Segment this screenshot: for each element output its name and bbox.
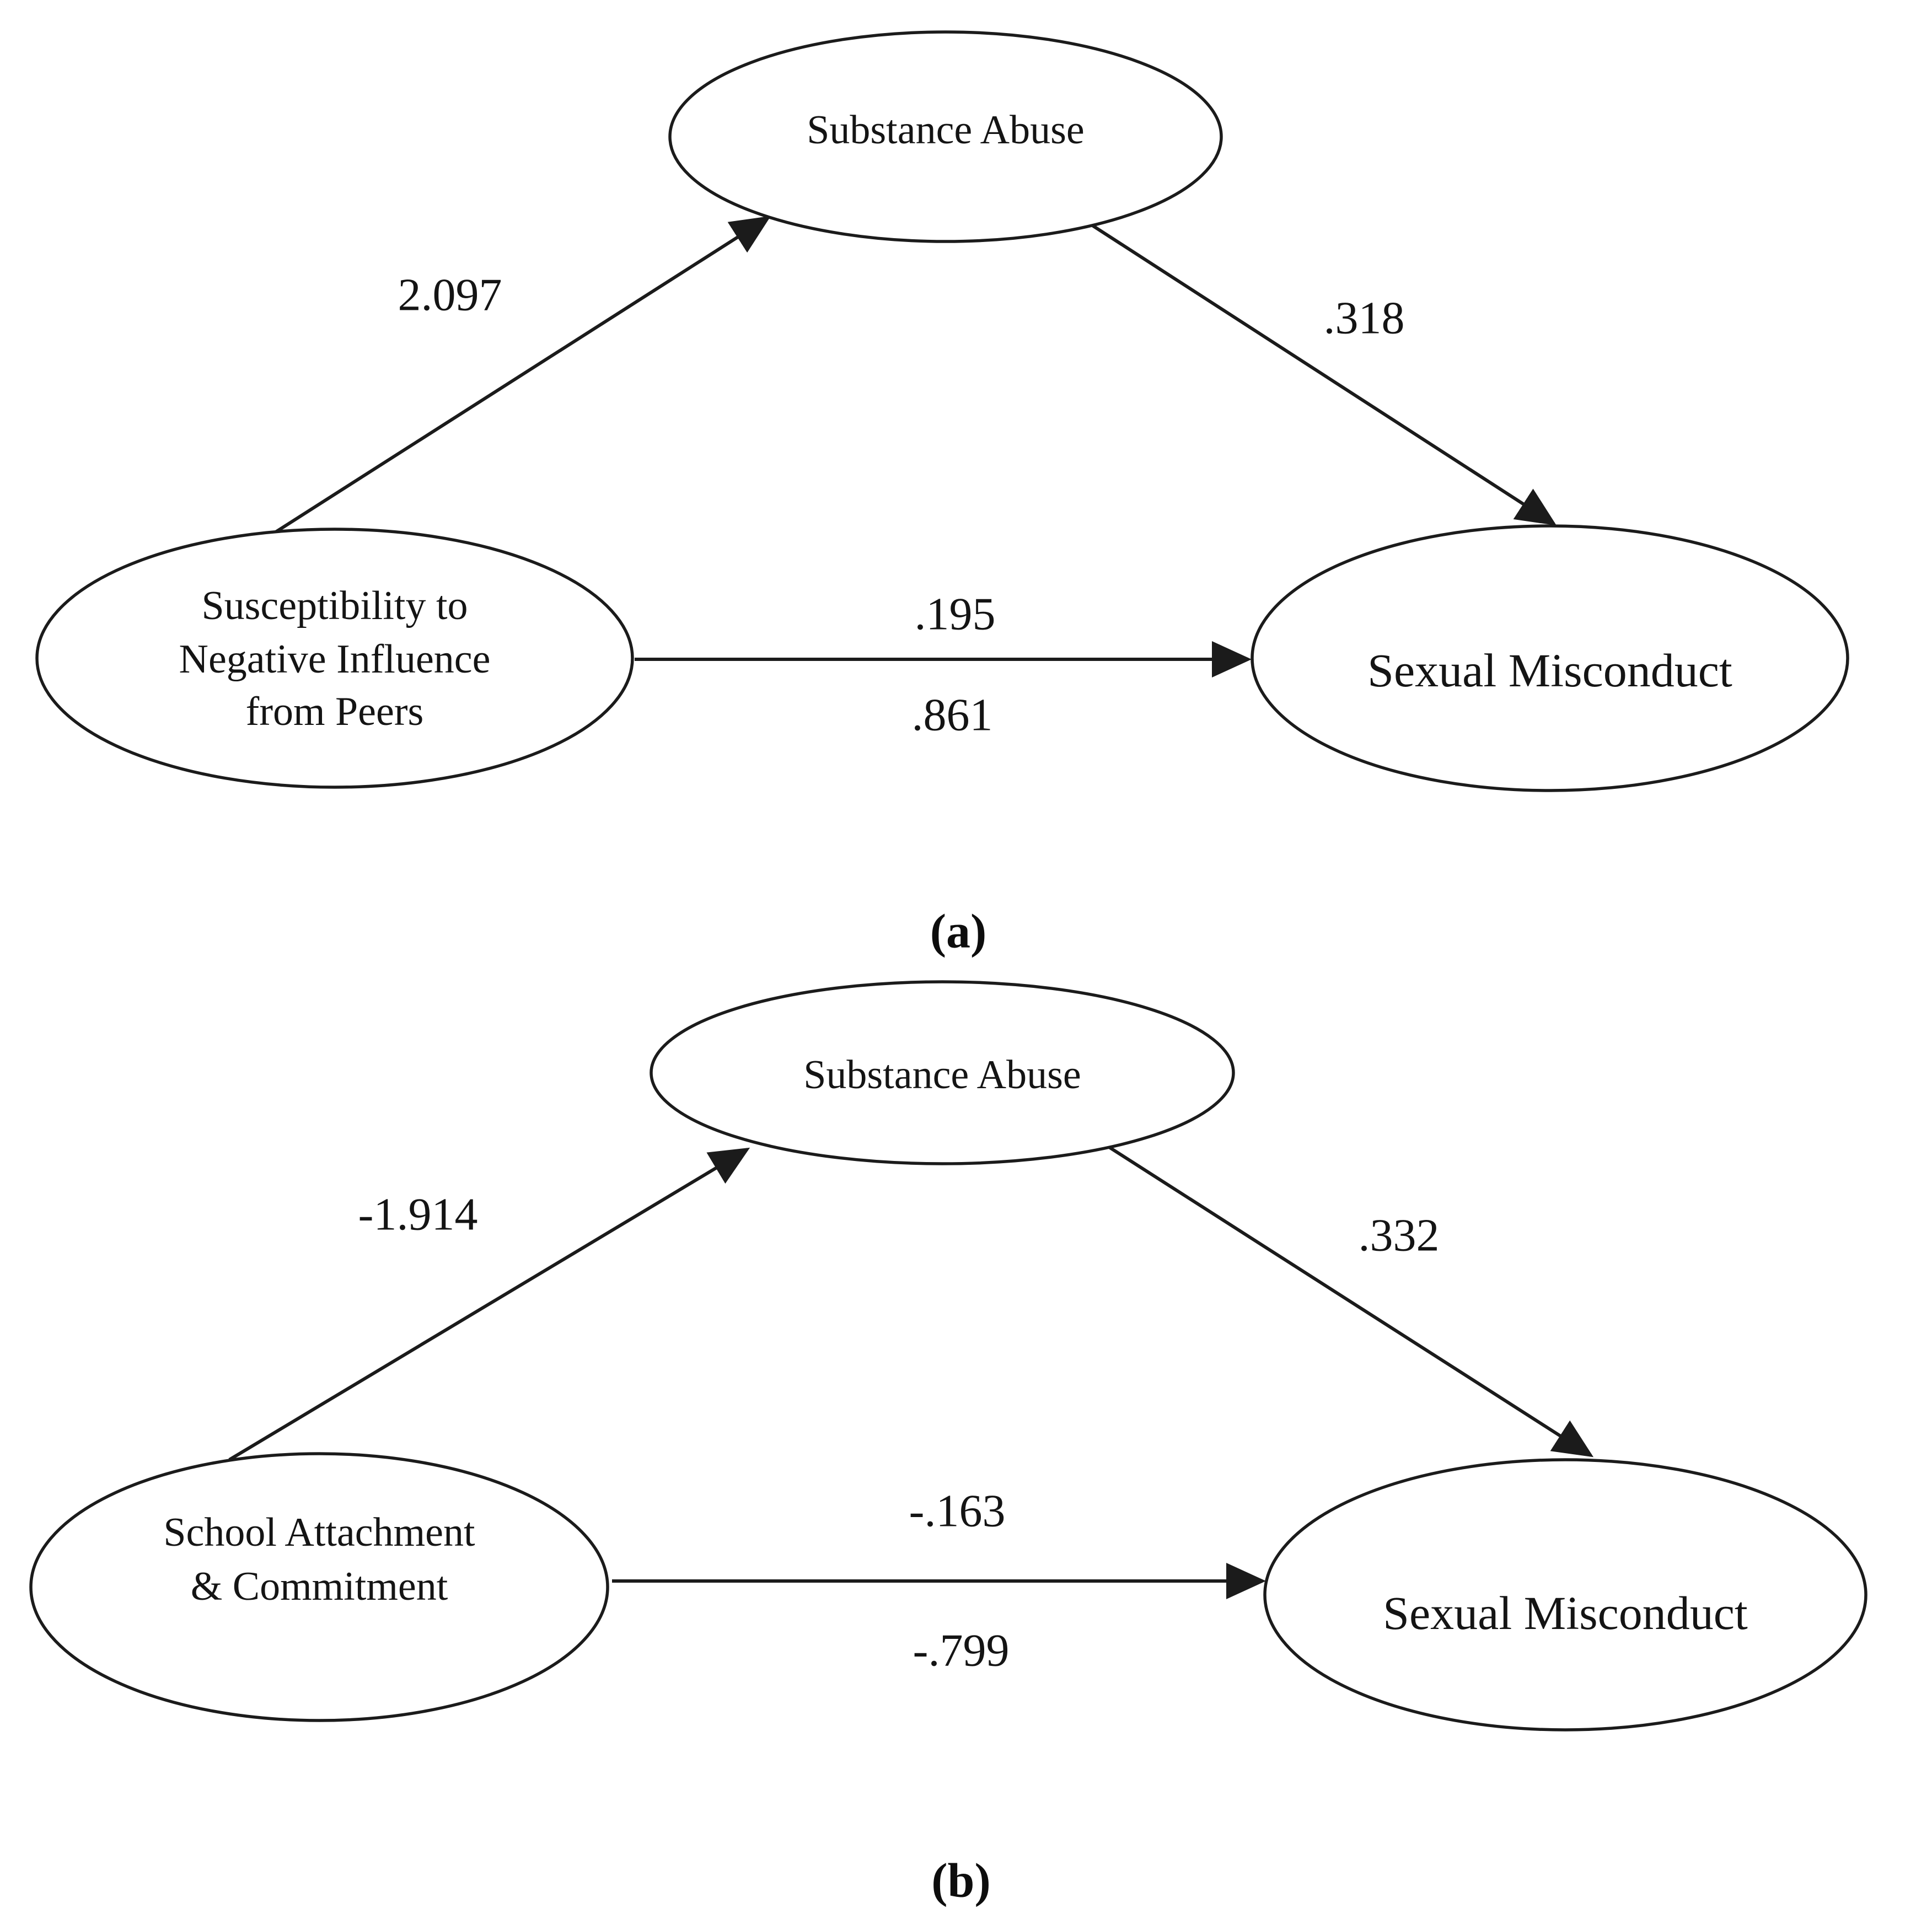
panel-a-node-sexual-misconduct [1251,524,1849,792]
panel-a-label-sexual-misconduct: Sexual Misconduct [1367,644,1732,697]
panel-b-label-sexual-misconduct: Sexual Misconduct [1383,1587,1748,1639]
panel-b-arrow-predictor-to-mediator [228,1147,750,1461]
panel-b-node-school-attachment [29,1452,609,1722]
panel-a-coef-total-effect: .861 [912,690,993,741]
panel-b-coef-direct-effect: -.163 [909,1486,1006,1537]
panel-b-coef-predictor-to-mediator: -1.914 [358,1189,478,1240]
panel-b-caption: (b) [931,1854,991,1908]
panel-b-node-substance-abuse [650,980,1235,1165]
panel-b-node-sexual-misconduct [1263,1458,1867,1732]
panel-a-coef-mediator-to-outcome: .318 [1324,293,1405,344]
panel-a-arrow-mediator-to-outcome [1088,222,1557,526]
panel-b-label-school-attachment-line2: & Commitment [191,1564,448,1609]
panel-a-node-substance-abuse [668,30,1223,243]
panel-a-coef-direct-effect: .195 [915,589,996,640]
panel-b-coef-total-effect: -.799 [913,1625,1010,1676]
panel-a: Substance Abuse Susceptibility to Negati… [35,30,1849,959]
panel-a-arrow-predictor-to-mediator [275,216,771,534]
panel-b: Substance Abuse School Attachment & Comm… [29,980,1867,1908]
panel-b-label-school-attachment-line1: School Attachment [163,1510,475,1555]
panel-a-label-susceptibility-line1: Susceptibility to [201,583,468,628]
panel-a-caption: (a) [930,905,987,959]
panel-b-arrow-mediator-to-outcome [1107,1145,1594,1458]
panel-a-label-substance-abuse: Substance Abuse [807,107,1085,153]
panel-a-coef-predictor-to-mediator: 2.097 [398,270,502,321]
panel-b-coef-mediator-to-outcome: .332 [1359,1210,1440,1261]
panel-a-label-susceptibility-line3: from Peers [246,689,424,734]
panel-b-label-substance-abuse: Substance Abuse [803,1052,1081,1098]
panel-a-node-susceptibility [35,528,634,789]
panel-a-label-susceptibility-line2: Negative Influence [179,637,491,682]
